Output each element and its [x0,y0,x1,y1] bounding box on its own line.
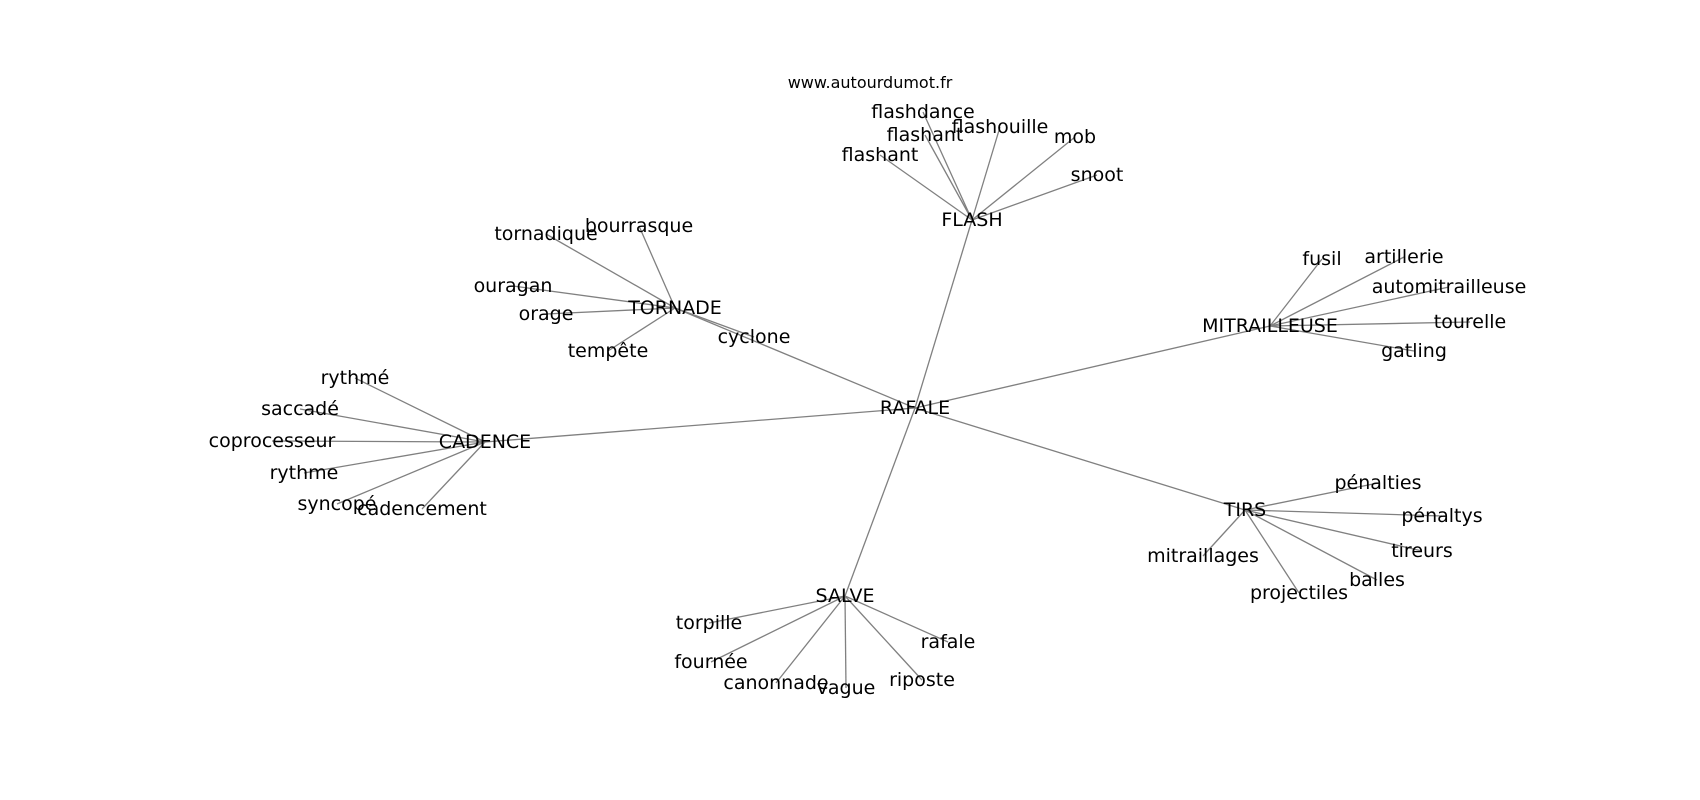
hub-word-node[interactable]: TIRS [1223,499,1266,521]
leaf-word-node[interactable]: bourrasque [585,215,693,237]
graph-edge [914,407,1246,511]
graph-edge [336,441,486,505]
graph-edge [914,325,1271,409]
leaf-word-node[interactable]: flashouille [952,116,1049,138]
graph-edge [844,595,847,689]
graph-edge [1244,509,1443,517]
graph-edge [1269,325,1415,352]
leaf-word-node[interactable]: fournée [674,651,747,673]
graph-edge [971,174,1098,221]
site-watermark: www.autourdumot.fr [788,73,953,92]
graph-edge [545,233,676,309]
leaf-word-node[interactable]: cadencement [357,498,487,520]
leaf-word-node[interactable]: mob [1054,126,1096,148]
graph-edge [1244,509,1300,594]
leaf-word-node[interactable]: flashant [842,144,919,166]
graph-edge [421,441,486,510]
leaf-word-node[interactable]: pénaltys [1401,505,1482,527]
graph-labels: www.autourdumot.fr RAFALE FLASH flashdance… [209,73,1527,699]
leaf-word-node[interactable]: pénalties [1334,472,1421,494]
leaf-word-node[interactable]: orage [519,303,574,325]
leaf-word-node[interactable]: coprocesseur [209,430,336,452]
graph-edge [879,154,973,221]
leaf-word-node[interactable]: ouragan [474,275,553,297]
graph-edge [1244,509,1378,581]
leaf-word-node[interactable]: tireurs [1391,540,1453,562]
graph-edge [1269,321,1471,327]
leaf-word-node[interactable]: rythmé [321,367,390,389]
graph-edge [638,225,676,309]
graph-edge [1269,256,1405,327]
hub-word-node[interactable]: MITRAILLEUSE [1202,315,1338,337]
hub-word-node[interactable]: SALVE [816,585,875,607]
leaf-word-node[interactable]: syncopé [297,493,376,515]
graph-edge [710,595,846,663]
leaf-word-node[interactable]: tourelle [1434,311,1506,333]
leaf-word-node[interactable]: gatling [1381,340,1447,362]
graph-edge [924,134,973,221]
graph-edge [844,595,949,643]
leaf-word-node[interactable]: mitraillages [1147,545,1259,567]
graph-edge [971,136,1076,221]
hub-word-node[interactable]: FLASH [941,209,1002,231]
graph-edge [674,307,916,409]
graph-edge [1244,509,1423,552]
leaf-word-node[interactable]: snoot [1071,164,1124,186]
hub-word-node[interactable]: TORNADE [627,297,722,319]
leaf-word-node[interactable]: canonnade [723,672,828,694]
leaf-word-node[interactable]: riposte [889,669,955,691]
leaf-word-node[interactable]: rafale [921,631,976,653]
graph-edge [708,595,846,624]
leaf-word-node[interactable]: artillerie [1364,246,1443,268]
leaf-word-node[interactable]: projectiles [1250,582,1348,604]
graph-edge [1202,509,1246,557]
graph-edge [271,440,486,443]
leaf-word-node[interactable]: tempête [568,340,649,362]
leaf-word-node[interactable]: fusil [1302,248,1341,270]
graph-edge [303,441,486,474]
graph-edge [971,126,1001,221]
graph-edge [1269,286,1450,327]
graph-edge [545,307,676,315]
graph-edge [512,285,676,309]
leaf-word-node[interactable]: vague [817,677,876,699]
leaf-word-node[interactable]: saccadé [261,398,339,420]
leaf-word-node[interactable]: tornadique [494,223,597,245]
hub-word-node[interactable]: CADENCE [439,431,531,453]
graph-edge [354,377,486,443]
center-word-node[interactable]: RAFALE [880,397,950,419]
graph-edge [844,595,923,681]
graph-edge [1269,258,1323,327]
graph-edge [299,408,486,443]
graph-edges [271,111,1471,689]
graph-edge [914,219,973,409]
leaf-word-node[interactable]: flashdance [871,101,974,123]
graph-edge [484,407,916,443]
graph-edge [844,407,916,597]
graph-edge [607,307,676,352]
leaf-word-node[interactable]: balles [1349,569,1405,591]
leaf-word-node[interactable]: torpille [676,612,742,634]
leaf-word-node[interactable]: automitrailleuse [1372,276,1527,298]
graph-edge [922,111,973,221]
graph-edge [1244,482,1379,511]
graph-edge [775,595,846,684]
leaf-word-node[interactable]: cyclone [718,326,791,348]
graph-edge [674,307,755,338]
leaf-word-node[interactable]: rythme [270,462,339,484]
leaf-word-node[interactable]: flashant [887,124,964,146]
